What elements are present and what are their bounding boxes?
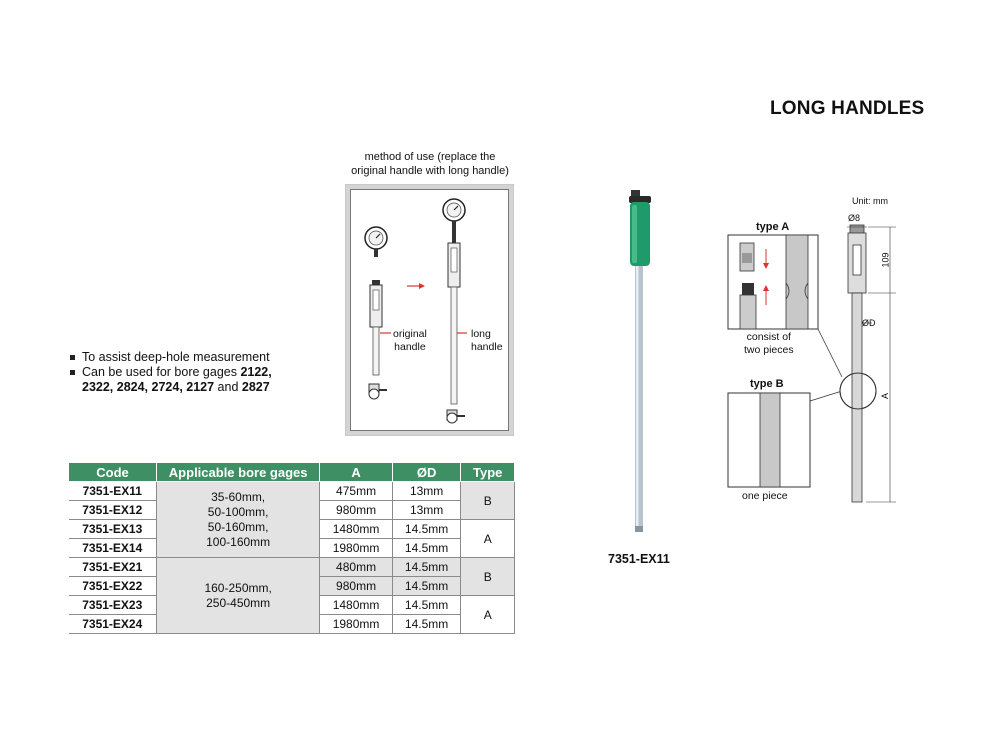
method-caption: method of use (replace the original hand…: [330, 150, 530, 178]
method-caption-line2: original handle with long handle): [351, 165, 509, 177]
dimension-d8: Ø8: [848, 213, 861, 223]
feature-list: To assist deep-hole measurement Can be u…: [70, 350, 272, 395]
page-title: LONG HANDLES: [770, 98, 925, 119]
applicable-gages-cell: 35-60mm, 50-100mm, 50-160mm, 100-160mm: [156, 481, 321, 558]
table-row: 7351-EX21 160-250mm, 250-450mm 480mm 14.…: [68, 557, 515, 634]
type-b-label: type B: [750, 378, 784, 390]
table-row: 7351-EX11 35-60mm, 50-100mm, 50-160mm, 1…: [68, 481, 515, 558]
type-a-label: type A: [756, 221, 790, 233]
product-image: [629, 190, 651, 532]
long-handle-icon: [446, 242, 465, 424]
column-header: ØD: [391, 462, 462, 482]
applicable-gages-cell: 160-250mm, 250-450mm: [156, 557, 321, 634]
handle-rod: [635, 266, 643, 531]
method-caption-line1: method of use (replace the: [364, 151, 496, 163]
dial-indicator-icon: [442, 198, 466, 243]
list-item-continued: 2322, 2824, 2724, 2127 and 2827: [82, 380, 270, 394]
table-header-row: Code Applicable bore gages A ØD Type: [67, 462, 515, 482]
method-panel: original handle long handle: [345, 184, 514, 436]
list-item: To assist deep-hole measurement: [70, 350, 272, 365]
dial-indicator-icon: [364, 226, 388, 257]
table-row: 7351-EX12 980mm 13mm: [68, 500, 515, 520]
column-header: A: [319, 462, 393, 482]
spec-table: Code Applicable bore gages A ØD Type 735…: [67, 462, 515, 634]
dimension-diameter: ØD: [862, 318, 876, 328]
table-row: 7351-EX22 980mm 14.5mm: [68, 576, 515, 596]
list-item: Can be used for bore gages 2122,: [70, 365, 272, 380]
original-handle-label: original handle: [393, 328, 427, 353]
product-code-label: 7351-EX11: [608, 552, 670, 566]
unit-label: Unit: mm: [852, 196, 888, 206]
column-header: Applicable bore gages: [156, 462, 321, 482]
handle-cap: [631, 190, 640, 200]
table-row: 7351-EX13 1480mm 14.5mm A: [68, 519, 515, 558]
technical-drawing: [727, 224, 896, 503]
dimension-109: 109: [880, 252, 891, 268]
column-header: Type: [460, 462, 515, 482]
type-b-note: one piece: [742, 490, 788, 502]
table-row: 7351-EX24 1980mm 14.5mm: [68, 614, 515, 634]
original-handle-icon: [368, 280, 387, 400]
method-illustration: original handle long handle: [350, 189, 509, 431]
table-row: 7351-EX14 1980mm 14.5mm: [68, 538, 515, 558]
method-drawing: [364, 198, 467, 424]
dimension-a: A: [880, 392, 891, 400]
long-handle-label: long handle: [471, 328, 503, 353]
arrow-icon: [407, 283, 425, 289]
type-a-note: consist of two pieces: [744, 331, 794, 356]
column-header: Code: [67, 462, 158, 482]
